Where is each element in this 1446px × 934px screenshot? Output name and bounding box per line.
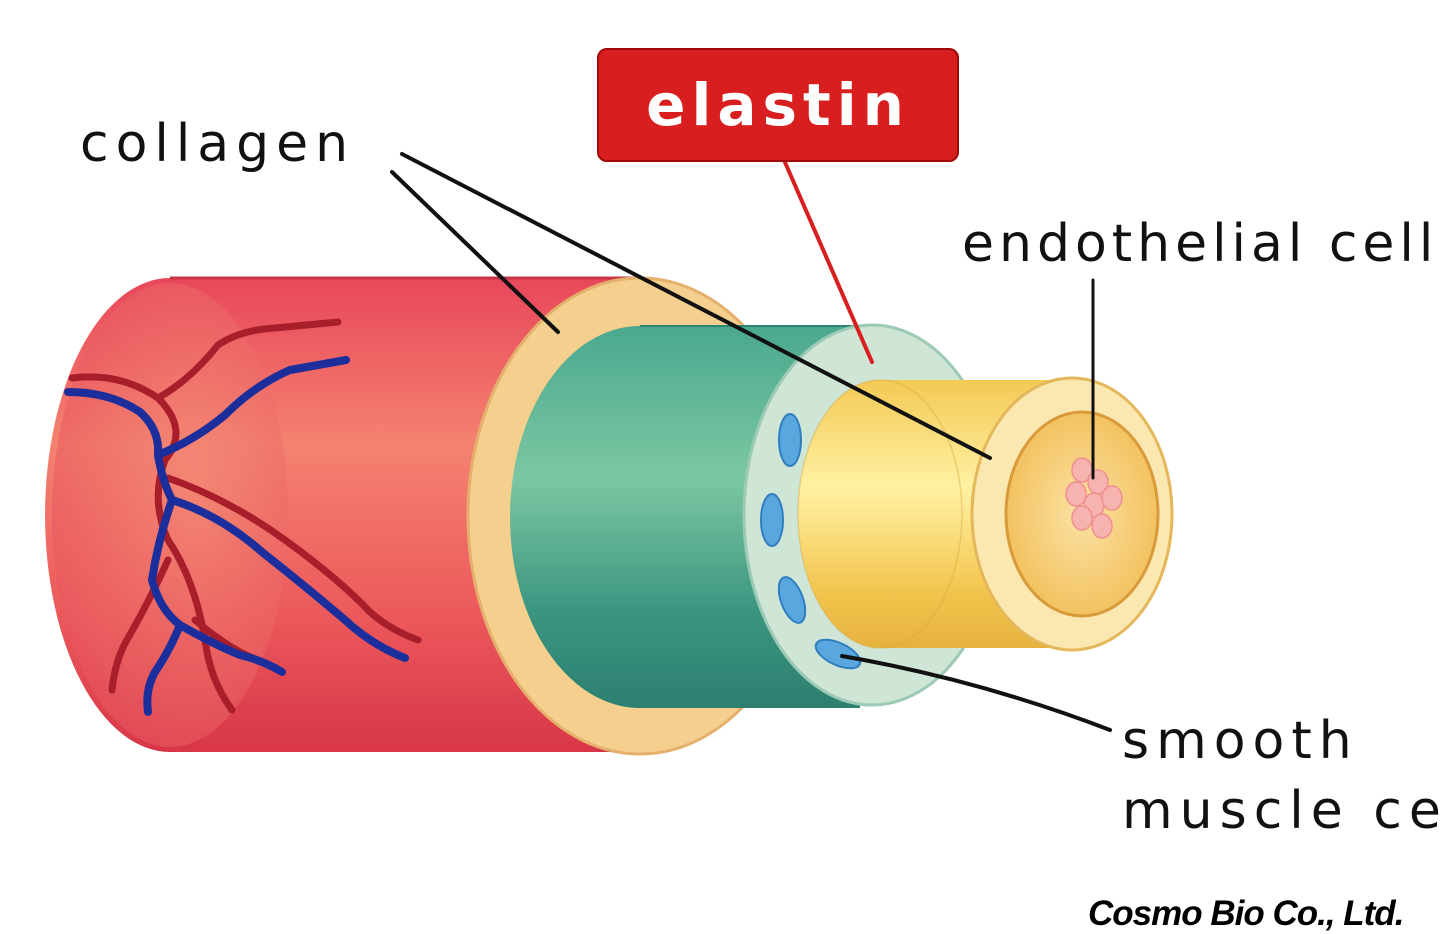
smooth-muscle-cell xyxy=(761,494,783,546)
smooth-muscle-cell xyxy=(779,414,801,466)
endothelial-cell xyxy=(1066,482,1086,506)
elastin-label: elastin xyxy=(646,71,910,139)
collagen-label: collagen xyxy=(80,118,355,170)
smooth-muscle-cell-label: smooth muscle cell xyxy=(1122,706,1446,846)
endothelial-cell-label: endothelial cell xyxy=(962,218,1438,270)
elastin-label-container: elastin xyxy=(597,48,959,162)
endothelial-cell xyxy=(1092,514,1112,538)
endothelial-cell xyxy=(1102,486,1122,510)
credit-text: Cosmo Bio Co., Ltd. xyxy=(1088,894,1403,934)
smooth-muscle-label-line2: muscle cell xyxy=(1122,776,1446,846)
endothelial-cell xyxy=(1072,506,1092,530)
smooth-muscle-label-line1: smooth xyxy=(1122,706,1446,776)
